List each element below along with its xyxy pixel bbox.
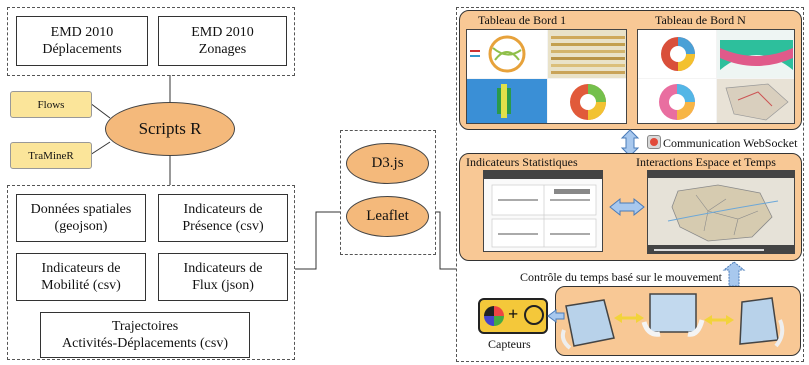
indicateurs-flux-line1: Indicateurs de <box>183 261 263 276</box>
tableau-1-label: Tableau de Bord 1 <box>478 13 567 27</box>
flows-label: Flows <box>37 98 65 111</box>
scripts-r-label: Scripts R <box>138 119 202 138</box>
indicateurs-mobilite-box: Indicateurs de Mobilité (csv) <box>16 253 146 301</box>
tablet-right <box>739 297 785 348</box>
indicateurs-mobilite-line1: Indicateurs de <box>41 261 121 276</box>
statistics-tablet-graphics <box>484 171 602 248</box>
application-group <box>456 7 804 362</box>
capteurs-label: Capteurs <box>488 337 531 351</box>
trajectoires-line1: Trajectoires <box>111 319 179 334</box>
controle-temps-label: Contrôle du temps basé sur le mouvement <box>520 270 722 284</box>
tablet-middle <box>641 293 705 337</box>
d3js-ellipse: D3.js <box>346 143 429 184</box>
emd-zonages-line1: EMD 2010 <box>191 25 254 40</box>
emd-zonages-line2: Zonages <box>198 42 247 57</box>
map-tablet-screenshot <box>647 170 795 254</box>
sensor-color-icon <box>484 306 504 326</box>
emd-group <box>7 7 295 76</box>
swap-arrow-left <box>614 313 644 323</box>
websocket-icon <box>647 135 661 149</box>
communication-websocket-label: Communication WebSocket <box>663 136 798 150</box>
indicateurs-presence-line1: Indicateurs de <box>183 202 263 217</box>
map-tablet-graphics <box>648 171 794 253</box>
tableau-n-label: Tableau de Bord N <box>655 13 746 27</box>
leaflet-label: Leaflet <box>366 208 409 224</box>
scripts-r-ellipse: Scripts R <box>105 102 235 156</box>
plus-icon: + <box>508 304 519 324</box>
dashboard-n-graphics <box>638 30 794 123</box>
statistics-tablet-screenshot <box>483 170 603 252</box>
dashboard-1-screenshot <box>466 29 627 124</box>
dashboard-1-graphics <box>467 30 626 123</box>
libraries-group <box>340 130 436 255</box>
traminer-tag: TraMineR <box>10 142 92 169</box>
donnees-spatiales-box: Données spatiales (geojson) <box>16 194 146 242</box>
interactions-espace-temps-label: Interactions Espace et Temps <box>636 155 776 169</box>
emd-deplacements-line2: Déplacements <box>42 42 122 57</box>
capteurs-badge: + <box>478 298 548 334</box>
indicateurs-mobilite-line2: Mobilité (csv) <box>41 278 121 293</box>
d3js-label: D3.js <box>371 155 404 171</box>
leaflet-ellipse: Leaflet <box>346 196 429 237</box>
flows-tag: Flows <box>10 91 92 118</box>
indicateurs-flux-line2: Flux (json) <box>192 278 254 293</box>
indicateurs-statistiques-label: Indicateurs Statistiques <box>466 155 578 169</box>
tablet-left <box>560 299 615 350</box>
outputs-group <box>7 185 295 360</box>
emd-deplacements-line1: EMD 2010 <box>50 25 114 40</box>
swap-arrow-right <box>704 315 734 325</box>
indicateurs-flux-box: Indicateurs de Flux (json) <box>158 253 288 301</box>
indicateurs-presence-line2: Présence (csv) <box>182 219 264 234</box>
dashboard-n-screenshot <box>637 29 795 124</box>
traminer-label: TraMineR <box>28 149 74 162</box>
trajectoires-line2: Activités-Déplacements (csv) <box>62 336 228 351</box>
donnees-spatiales-line2: (geojson) <box>54 219 108 234</box>
indicateurs-presence-box: Indicateurs de Présence (csv) <box>158 194 288 242</box>
donnees-spatiales-line1: Données spatiales <box>30 202 132 217</box>
compass-icon <box>524 305 544 325</box>
